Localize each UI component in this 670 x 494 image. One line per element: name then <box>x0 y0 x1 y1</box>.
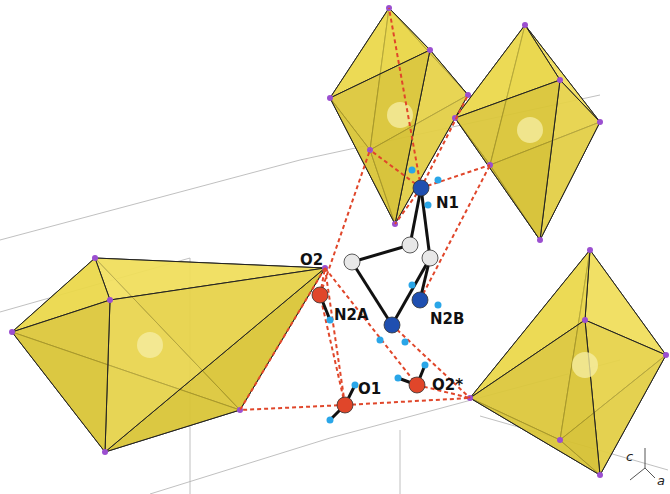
ligand-atom <box>557 437 563 443</box>
metal-atom <box>572 352 598 378</box>
ligand-atom <box>9 329 15 335</box>
octahedra <box>9 5 669 478</box>
octahedron-face <box>470 320 600 475</box>
ligand-atom <box>587 247 593 253</box>
atom-label: O1 <box>358 382 381 397</box>
metal-atom <box>517 117 543 143</box>
ligand-atom <box>582 317 588 323</box>
ligand-atom <box>597 119 603 125</box>
atom-label: O2* <box>432 378 463 393</box>
atom-label: O2 <box>300 253 323 268</box>
atom-label: N2A <box>334 308 369 323</box>
metal-atom <box>137 332 163 358</box>
axis-label: c <box>626 450 633 463</box>
atom-label: N2B <box>430 312 464 327</box>
ligand-atom <box>107 297 113 303</box>
octahedron-face <box>105 268 325 452</box>
octahedron-face <box>455 80 560 240</box>
ligand-atom <box>663 352 669 358</box>
ligand-atom <box>327 95 333 101</box>
bonds <box>320 188 430 420</box>
octahedron-face <box>105 268 325 452</box>
ligand-atom <box>427 47 433 53</box>
ligand-atom <box>597 472 603 478</box>
octahedron-face <box>12 300 110 452</box>
octahedron-face <box>330 50 430 224</box>
axes <box>630 448 655 480</box>
hydrogen-bonds <box>240 8 490 410</box>
hydrogen-atoms <box>327 167 442 424</box>
ligand-atom <box>522 22 528 28</box>
atoms <box>312 180 438 413</box>
ligand-atom <box>537 237 543 243</box>
ligand-atom <box>557 77 563 83</box>
ligand-atom <box>92 255 98 261</box>
axis-label: a <box>657 474 665 487</box>
ligand-atom <box>102 449 108 455</box>
atom-label: N1 <box>436 196 459 211</box>
